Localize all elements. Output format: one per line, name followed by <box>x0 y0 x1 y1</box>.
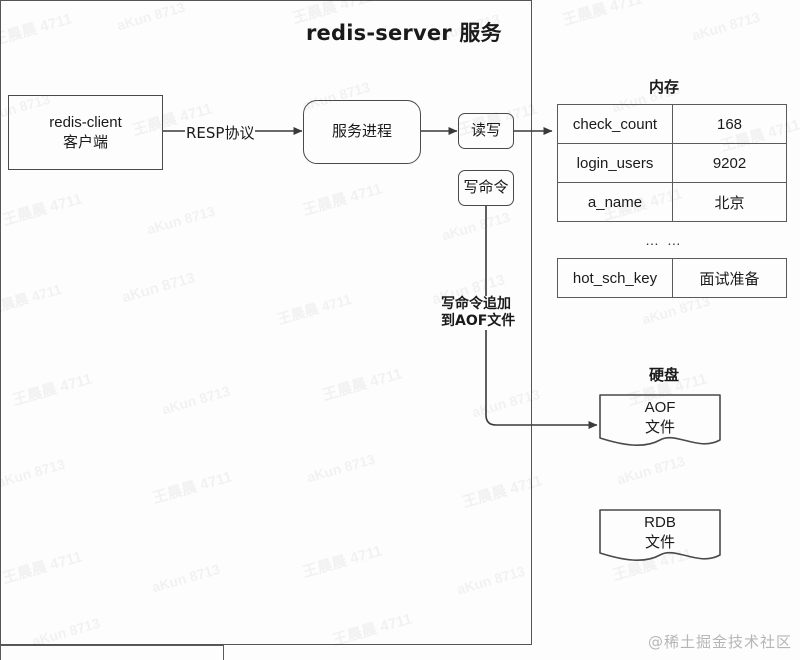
rdb-file-icon <box>599 509 721 561</box>
rdb-file-shape[interactable]: RDB 文件 <box>598 508 722 566</box>
table-row: check_count 168 <box>557 104 787 144</box>
kv-value: 9202 <box>672 143 787 183</box>
write-command-label: 写命令 <box>463 178 509 197</box>
edge-label-aof-append: 写命令追加 到AOF文件 <box>441 296 516 331</box>
client-label-cn: 客户端 <box>62 132 108 151</box>
redis-client-box[interactable]: redis-client 客户端 <box>8 95 163 170</box>
watermark-tile: aKun 8713 <box>690 9 762 44</box>
table-row: login_users 9202 <box>557 143 787 183</box>
read-write-label: 读写 <box>470 121 501 140</box>
table-row: hot_sch_key 面试准备 <box>557 258 787 298</box>
disk-panel-title: 硬盘 <box>648 366 679 384</box>
aof-file-label-top: AOF <box>644 399 676 416</box>
read-write-box[interactable]: 读写 <box>458 113 514 149</box>
watermark-tile: aKun 8713 <box>615 453 687 488</box>
memory-table-body: check_count 168 login_users 9202 a_name … <box>557 104 787 222</box>
rdb-file-label-top: RDB <box>644 514 676 531</box>
kv-value: 168 <box>672 104 787 144</box>
client-label-en: redis-client <box>49 114 122 132</box>
memory-panel <box>0 645 224 660</box>
memory-ellipsis: … … <box>645 232 683 248</box>
table-row: a_name 北京 <box>557 182 787 222</box>
rdb-file-label-bottom: 文件 <box>644 533 675 551</box>
kv-key: check_count <box>557 104 673 144</box>
corner-watermark: @稀土掘金技术社区 <box>647 633 792 651</box>
edge-label-aof-append-line2: 到AOF文件 <box>441 313 516 330</box>
kv-value: 面试准备 <box>672 258 787 298</box>
service-process-box[interactable]: 服务进程 <box>303 100 421 164</box>
memory-extra-table: hot_sch_key 面试准备 <box>557 258 787 298</box>
watermark-tile: 王晨晨 4711 <box>560 0 644 30</box>
edge-label-aof-append-line1: 写命令追加 <box>441 296 511 312</box>
aof-file-shape[interactable]: AOF 文件 <box>598 393 722 451</box>
service-process-label: 服务进程 <box>331 122 392 141</box>
kv-key: login_users <box>557 143 673 183</box>
edge-label-resp: RESP协议 <box>185 122 256 143</box>
memory-panel-title: 内存 <box>648 78 679 96</box>
memory-kv-table: check_count 168 login_users 9202 a_name … <box>557 104 787 222</box>
aof-file-label-bottom: 文件 <box>644 418 675 436</box>
page-title: redis-server 服务 <box>306 21 502 45</box>
kv-key: hot_sch_key <box>557 258 673 298</box>
kv-value: 北京 <box>672 182 787 222</box>
write-command-box[interactable]: 写命令 <box>458 170 514 206</box>
kv-key: a_name <box>557 182 673 222</box>
aof-file-icon <box>599 394 721 446</box>
